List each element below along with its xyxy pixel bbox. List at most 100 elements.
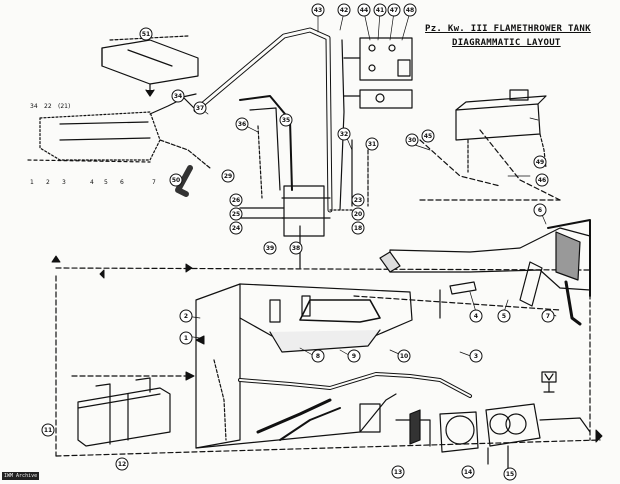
pump-motor-assembly bbox=[409, 403, 591, 469]
callout-c-low-8: 13 bbox=[391, 465, 405, 479]
svg-text:2: 2 bbox=[46, 179, 50, 186]
callout-c-low-10: 15 bbox=[503, 467, 517, 481]
svg-text:50: 50 bbox=[172, 177, 180, 184]
svg-text:43: 43 bbox=[314, 7, 322, 14]
ground-symbol bbox=[541, 371, 557, 393]
callout-c-mid-21: 50 bbox=[169, 173, 183, 187]
callout-c-mid-12: 23 bbox=[351, 193, 365, 207]
callout-c-low-7: 12 bbox=[115, 457, 129, 471]
svg-text:29: 29 bbox=[224, 173, 232, 180]
battery-pack bbox=[77, 377, 171, 447]
callout-c-mid-14: 18 bbox=[351, 221, 365, 235]
callout-c-right-2: 7 bbox=[541, 309, 555, 323]
svg-text:37: 37 bbox=[196, 105, 204, 112]
callout-c-mid-17: 38 bbox=[289, 241, 303, 255]
svg-text:4: 4 bbox=[474, 313, 478, 320]
svg-text:24: 24 bbox=[232, 225, 240, 232]
svg-text:49: 49 bbox=[536, 159, 544, 166]
left-scale-labels: 34 22 (21) 1 2 3 4 5 6 7 bbox=[30, 103, 156, 186]
svg-text:35: 35 bbox=[282, 117, 290, 124]
svg-text:3: 3 bbox=[62, 179, 66, 186]
callout-markers: 43 42 44 41 47 48 51 34 37 36 35 32 31 3… bbox=[41, 3, 555, 481]
svg-text:11: 11 bbox=[44, 427, 52, 434]
callout-c-top-4: 41 bbox=[373, 3, 387, 17]
callout-c-right-4: 4 bbox=[469, 309, 483, 323]
svg-text:6: 6 bbox=[538, 207, 542, 214]
callout-c-top-3: 44 bbox=[357, 3, 371, 17]
callout-c-low-5: 10 bbox=[397, 349, 411, 363]
svg-text:12: 12 bbox=[118, 461, 126, 468]
middle-piping bbox=[239, 95, 369, 269]
svg-text:18: 18 bbox=[354, 225, 362, 232]
callout-c-low-9: 14 bbox=[461, 465, 475, 479]
archive-stamp: IWM Archive bbox=[2, 472, 40, 480]
svg-text:48: 48 bbox=[406, 7, 414, 14]
svg-text:4: 4 bbox=[90, 179, 94, 186]
callout-c-mid-9: 26 bbox=[229, 193, 243, 207]
callout-c-top-2: 42 bbox=[337, 3, 351, 17]
callout-c-mid-2: 37 bbox=[193, 101, 207, 115]
svg-text:2: 2 bbox=[184, 313, 188, 320]
fuel-tank-top-right bbox=[455, 89, 547, 173]
direction-arrows bbox=[51, 255, 603, 443]
svg-text:5: 5 bbox=[104, 179, 108, 186]
svg-text:30: 30 bbox=[408, 137, 416, 144]
svg-text:32: 32 bbox=[340, 131, 348, 138]
svg-text:34: 34 bbox=[30, 103, 38, 110]
svg-text:39: 39 bbox=[266, 245, 274, 252]
svg-text:22: 22 bbox=[44, 103, 52, 110]
callout-c-mid-18: 45 bbox=[421, 129, 435, 143]
callout-c-top-5: 47 bbox=[387, 3, 401, 17]
svg-text:15: 15 bbox=[506, 471, 514, 478]
svg-text:7: 7 bbox=[152, 179, 156, 186]
callout-c-mid-10: 25 bbox=[229, 207, 243, 221]
svg-text:47: 47 bbox=[390, 7, 398, 14]
callout-c-mid-16: 39 bbox=[263, 241, 277, 255]
main-hull-box bbox=[195, 283, 413, 449]
lower-pipes bbox=[238, 372, 472, 447]
svg-text:36: 36 bbox=[238, 121, 246, 128]
callout-c-right-3: 5 bbox=[497, 309, 511, 323]
svg-text:1: 1 bbox=[30, 179, 34, 186]
callout-c-mid-13: 20 bbox=[351, 207, 365, 221]
callout-c-right-5: 3 bbox=[469, 349, 483, 363]
callout-c-low-4: 9 bbox=[347, 349, 361, 363]
callout-c-mid-19: 46 bbox=[535, 173, 549, 187]
callout-c-top-7: 51 bbox=[139, 27, 153, 41]
svg-text:10: 10 bbox=[400, 353, 408, 360]
svg-text:51: 51 bbox=[142, 31, 150, 38]
callout-c-low-2: 2 bbox=[179, 309, 193, 323]
callout-c-right-1: 6 bbox=[533, 203, 547, 217]
valve-cluster-top bbox=[343, 37, 413, 109]
svg-text:6: 6 bbox=[120, 179, 124, 186]
diagram-title-line2: DIAGRAMMATIC LAYOUT bbox=[452, 38, 561, 48]
callout-c-mid-20: 49 bbox=[533, 155, 547, 169]
svg-text:9: 9 bbox=[352, 353, 356, 360]
svg-text:31: 31 bbox=[368, 141, 376, 148]
callout-c-mid-4: 35 bbox=[279, 113, 293, 127]
engine-assembly-left bbox=[27, 93, 211, 197]
callout-c-low-6: 11 bbox=[41, 423, 55, 437]
diagram-title-line1: Pz. Kw. III FLAMETHROWER TANK bbox=[425, 24, 591, 34]
callout-c-mid-11: 24 bbox=[229, 221, 243, 235]
svg-text:7: 7 bbox=[546, 313, 550, 320]
dashed-control-lines bbox=[55, 129, 601, 457]
svg-text:8: 8 bbox=[316, 353, 320, 360]
svg-text:5: 5 bbox=[502, 313, 506, 320]
svg-text:13: 13 bbox=[394, 469, 402, 476]
callout-c-mid-7: 30 bbox=[405, 133, 419, 147]
callout-c-top-6: 48 bbox=[403, 3, 417, 17]
svg-text:41: 41 bbox=[376, 7, 384, 14]
control-box-top-left bbox=[101, 35, 199, 97]
callout-c-low-1: 1 bbox=[179, 331, 193, 345]
callout-c-mid-8: 29 bbox=[221, 169, 235, 183]
svg-text:44: 44 bbox=[360, 7, 368, 14]
callout-c-mid-5: 32 bbox=[337, 127, 351, 141]
svg-text:38: 38 bbox=[292, 245, 300, 252]
flame-gun-right bbox=[379, 219, 591, 326]
svg-text:23: 23 bbox=[354, 197, 362, 204]
callout-c-low-3: 8 bbox=[311, 349, 325, 363]
callout-c-mid-1: 34 bbox=[171, 89, 185, 103]
